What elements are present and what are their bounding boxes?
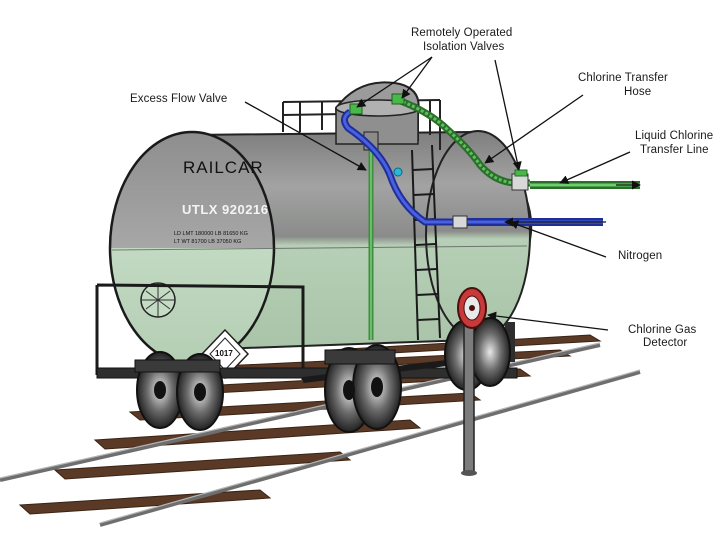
chlorine-gas-detector xyxy=(457,287,487,476)
label-transfer-hose-line2: Hose xyxy=(624,86,652,98)
undercarriage xyxy=(95,283,518,433)
label-detector-line1: Chlorine Gas xyxy=(628,324,697,336)
tank-name: RAILCAR xyxy=(183,158,264,177)
isolation-valves xyxy=(349,93,405,115)
label-nitrogen: Nitrogen xyxy=(618,250,663,262)
tank-stencil-load-limit: LD LMT 180000 LB 81650 KG xyxy=(174,231,248,237)
label-excess-flow-valve: Excess Flow Valve xyxy=(130,93,228,105)
vent-grille xyxy=(140,282,176,318)
tank-stencil-light-weight: LT WT 81700 LB 37050 KG xyxy=(174,239,242,245)
label-liquid-line-line1: Liquid Chlorine xyxy=(635,130,714,142)
label-liquid-line-line2: Transfer Line xyxy=(640,144,709,156)
label-transfer-hose-line1: Chlorine Transfer xyxy=(578,72,668,84)
label-remote-valves-line1: Remotely Operated xyxy=(411,27,513,39)
placard-number: 1017 xyxy=(215,349,233,358)
label-remote-valves-line2: Isolation Valves xyxy=(423,41,505,53)
callout-arrows xyxy=(244,56,641,331)
label-detector-line2: Detector xyxy=(643,337,688,349)
tank-id: UTLX 920216 xyxy=(182,202,269,217)
